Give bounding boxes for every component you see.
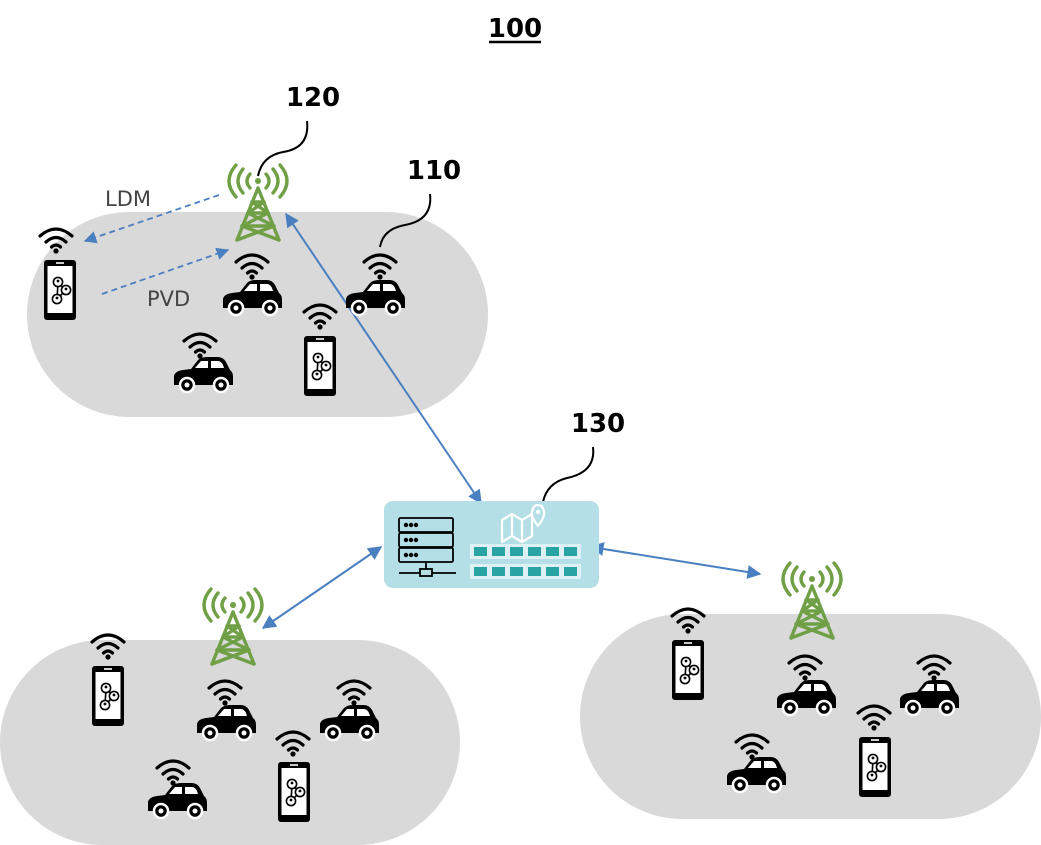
leader-line-110 bbox=[379, 193, 432, 248]
smartphone-icon bbox=[671, 639, 705, 701]
link-arrow-bottom-left bbox=[261, 546, 383, 629]
cell-area-top-left bbox=[27, 212, 488, 417]
pvd-label: PVD bbox=[147, 287, 190, 311]
map-data-blocks bbox=[470, 544, 581, 579]
smartphone-icon bbox=[43, 259, 77, 321]
ref-label-130: 130 bbox=[571, 409, 625, 439]
leader-line-120 bbox=[257, 120, 309, 177]
cell-area-bottom-right bbox=[580, 614, 1041, 819]
map-pin-icon bbox=[500, 503, 546, 544]
link-arrow-bottom-right bbox=[589, 542, 762, 579]
smartphone-icon bbox=[858, 736, 892, 798]
smartphone-icon bbox=[277, 761, 311, 823]
smartphone-icon bbox=[303, 335, 337, 397]
cell-area-bottom-left bbox=[0, 640, 460, 845]
pvd-arrow bbox=[101, 247, 230, 295]
link-arrow-top bbox=[285, 212, 482, 505]
ref-label-120: 120 bbox=[286, 83, 340, 113]
server-rack-icon bbox=[398, 517, 456, 577]
ref-label-110: 110 bbox=[407, 156, 461, 186]
ldm-arrow bbox=[83, 194, 220, 244]
server-box bbox=[384, 501, 599, 588]
smartphone-icon bbox=[91, 665, 125, 727]
ldm-label: LDM bbox=[105, 187, 151, 211]
leader-line-130 bbox=[542, 446, 595, 503]
figure-label: 100 bbox=[488, 14, 542, 44]
